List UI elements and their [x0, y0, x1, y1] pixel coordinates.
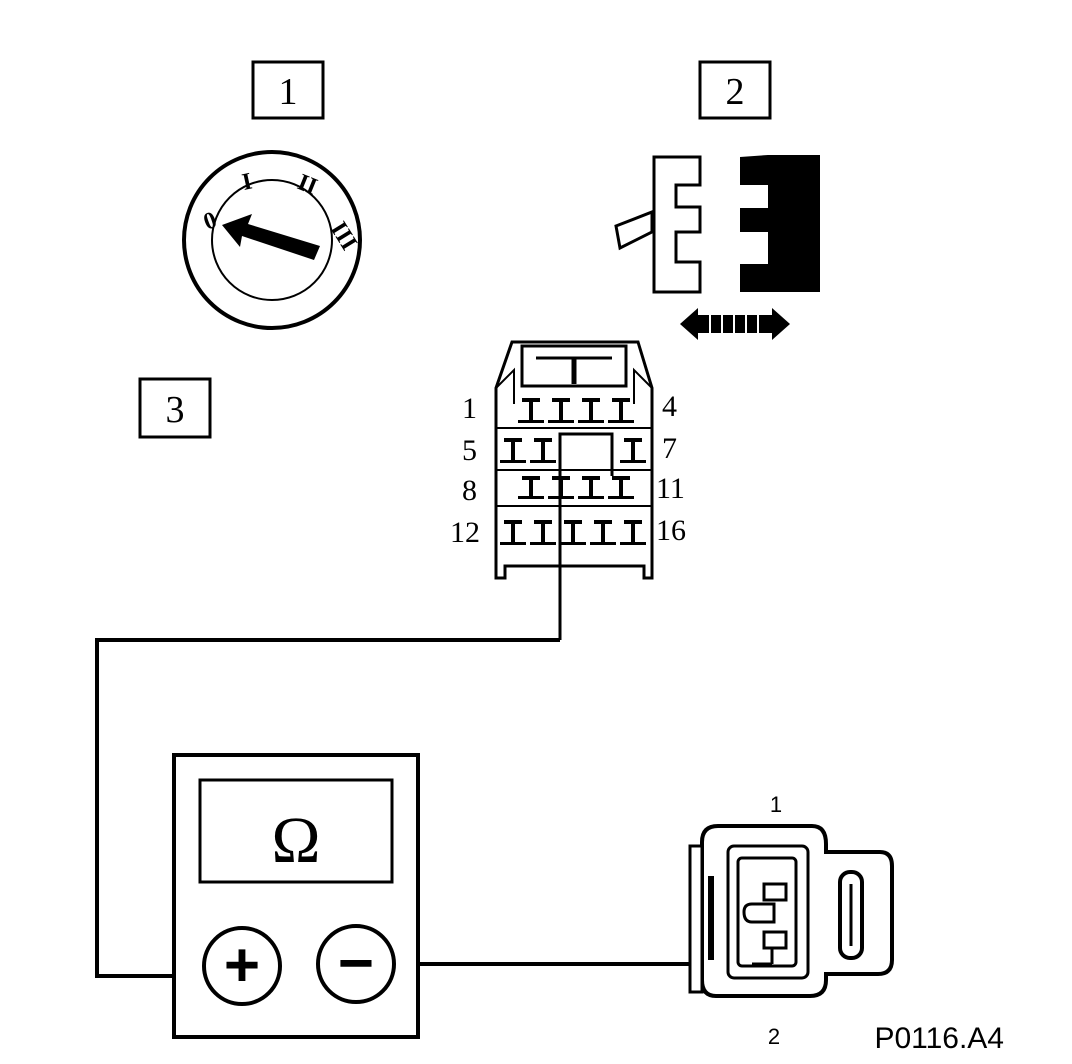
positive-lead-wire: [95, 638, 560, 978]
step-2-label: 2: [726, 71, 745, 113]
step-3-label: 3: [166, 389, 185, 431]
step-3-box: 3: [138, 377, 212, 439]
sensor-pin-1: [762, 882, 788, 902]
sensor-connector: 1 2: [688, 792, 894, 1049]
pin-11-label: 11: [656, 472, 685, 505]
positive-terminal: [202, 926, 282, 1006]
pin-16-label: 16: [656, 514, 686, 547]
pin-8-label: 8: [462, 474, 477, 507]
probe-contact: [742, 902, 776, 924]
pin-7-label: 7: [662, 432, 677, 465]
figure-reference: P0116.A4: [874, 1022, 1004, 1055]
pin-12-label: 12: [450, 516, 480, 549]
key-pointer-icon: [222, 214, 320, 260]
step-1-box: 1: [251, 60, 325, 120]
ignition-switch: 0 I II III: [182, 150, 362, 330]
pin-row-4: [500, 520, 646, 545]
connector-16-pin: 1 4 5 7 8 11 12 16: [450, 340, 686, 640]
connector-latch: [614, 209, 654, 251]
ohmmeter-display: [198, 778, 394, 884]
probe-lead-tip: [558, 432, 614, 640]
negative-terminal: [316, 924, 396, 1004]
pin-4-label: 4: [662, 390, 677, 423]
sensor-lock-bar: [708, 876, 714, 960]
pin-row-1: [518, 398, 634, 423]
pin-row-2: [500, 438, 646, 463]
pin-5-label: 5: [462, 434, 477, 467]
connector-disconnect-illustration: [614, 155, 820, 340]
sensor-lock-tab: [688, 844, 704, 994]
sensor-pin-2: [762, 930, 788, 950]
minus-icon: −: [338, 929, 374, 998]
double-arrow-icon: [680, 308, 790, 340]
pin-1-label: 1: [462, 392, 477, 425]
sensor-pin-1-label: 1: [770, 792, 782, 817]
step-1-label: 1: [279, 71, 298, 113]
plus-icon: +: [224, 931, 260, 1000]
ohmmeter: Ω + −: [172, 753, 420, 1039]
connector-half-left: [652, 155, 702, 294]
connector-half-right: [740, 155, 820, 292]
ohm-symbol: Ω: [271, 804, 320, 877]
sensor-pin-2-label: 2: [768, 1024, 780, 1049]
step-2-box: 2: [698, 60, 772, 120]
